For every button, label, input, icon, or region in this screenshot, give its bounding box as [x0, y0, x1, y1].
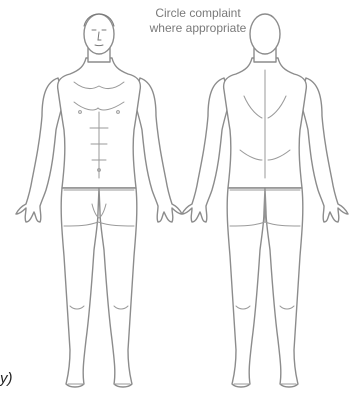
human-body-back-icon[interactable] [182, 14, 348, 387]
instruction-caption: Circle complaint where appropriate [118, 6, 278, 36]
front-left-arm[interactable] [16, 78, 64, 222]
edge-text-fragment: y) [0, 370, 12, 387]
caption-line-2: where appropriate [118, 21, 278, 36]
front-right-arm[interactable] [134, 78, 182, 222]
back-right-leg[interactable] [265, 188, 303, 387]
caption-line-1: Circle complaint [118, 6, 278, 21]
front-left-leg[interactable] [61, 188, 99, 387]
back-left-arm[interactable] [182, 78, 230, 222]
human-body-front-icon[interactable] [16, 14, 182, 387]
front-right-leg[interactable] [99, 188, 137, 387]
back-right-arm[interactable] [300, 78, 348, 222]
back-left-leg[interactable] [227, 188, 265, 387]
